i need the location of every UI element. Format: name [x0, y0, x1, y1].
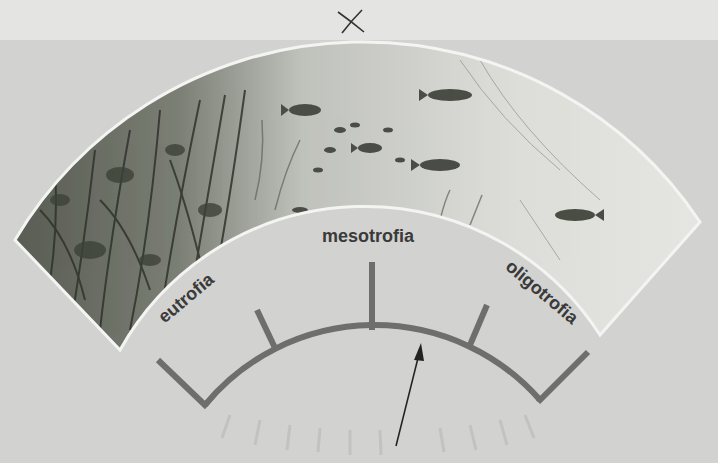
pointer-arrow [396, 343, 424, 446]
paper-top [0, 0, 718, 40]
trophic-state-label: mesotrofia [322, 227, 414, 245]
trophic-state-label: eutrofia [155, 270, 217, 326]
sector-outline [15, 42, 700, 350]
lake-illustration [0, 30, 718, 370]
trophic-state-label: oligotrofia [503, 257, 582, 327]
faint-scale-marks [222, 415, 534, 455]
handwritten-cross [338, 10, 364, 33]
